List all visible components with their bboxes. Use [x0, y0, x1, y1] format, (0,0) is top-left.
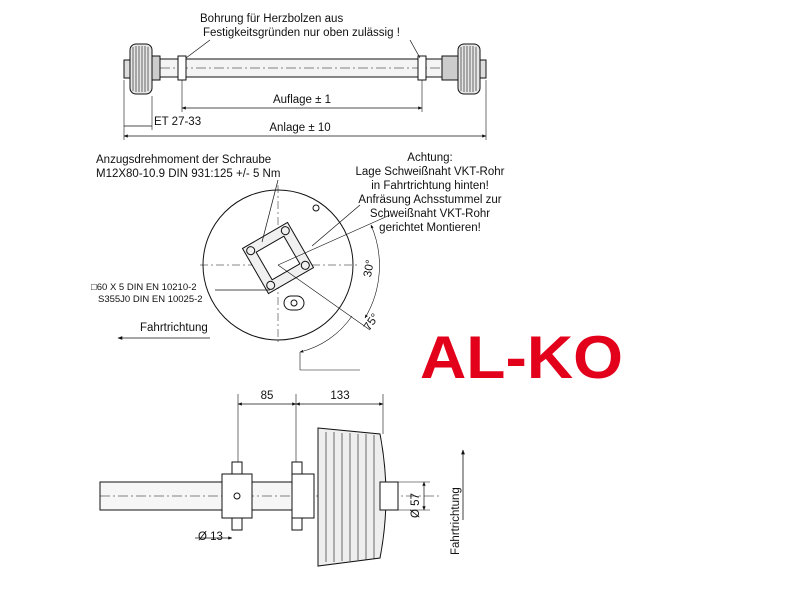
note-material-line2: S355J0 DIN EN 10025-2: [98, 294, 203, 305]
dim-et: ET 27-33: [154, 116, 202, 128]
dim-auflage: Auflage ± 1: [272, 94, 332, 106]
note-warning-line1: Achtung:: [407, 152, 453, 164]
brake-side-view: [117, 179, 391, 371]
note-warning-line6: gerichtet Montieren!: [379, 222, 481, 234]
note-warning-line3: in Fahrtrichtung hinten!: [371, 180, 489, 192]
axle-top-view: [123, 39, 487, 140]
note-torque-line2: M12X80-10.9 DIN 931:125 +/- 5 Nm: [96, 168, 281, 180]
note-material-line1: □60 X 5 DIN EN 10210-2: [91, 282, 197, 293]
alko-logo-text: AL-KO: [420, 326, 623, 384]
dim-dia-13: Ø 13: [198, 531, 223, 543]
note-warning-line5: Schweißnaht VKT-Rohr: [369, 208, 491, 220]
direction-label-vertical: Fahrtrichtung: [450, 487, 462, 555]
hub-detail-view: [99, 394, 465, 567]
dim-anlage: Anlage ± 10: [269, 122, 331, 134]
direction-label-side: Fahrtrichtung: [140, 322, 208, 334]
note-warning-line4: Anfräsung Achsstummel zur: [358, 194, 502, 206]
note-bore-line1: Bohrung für Herzbolzen aus: [200, 13, 344, 25]
alko-logo: AL-KO: [420, 326, 623, 384]
note-torque-line1: Anzugsdrehmoment der Schraube: [96, 154, 272, 166]
dim-85: 85: [260, 390, 274, 402]
note-bore-line2: Festigkeitsgründen nur oben zulässig !: [203, 27, 400, 39]
note-warning-line2: Lage Schweißnaht VKT-Rohr: [355, 166, 505, 178]
dim-133: 133: [330, 390, 350, 402]
dim-dia-57: Ø 57: [410, 493, 422, 518]
